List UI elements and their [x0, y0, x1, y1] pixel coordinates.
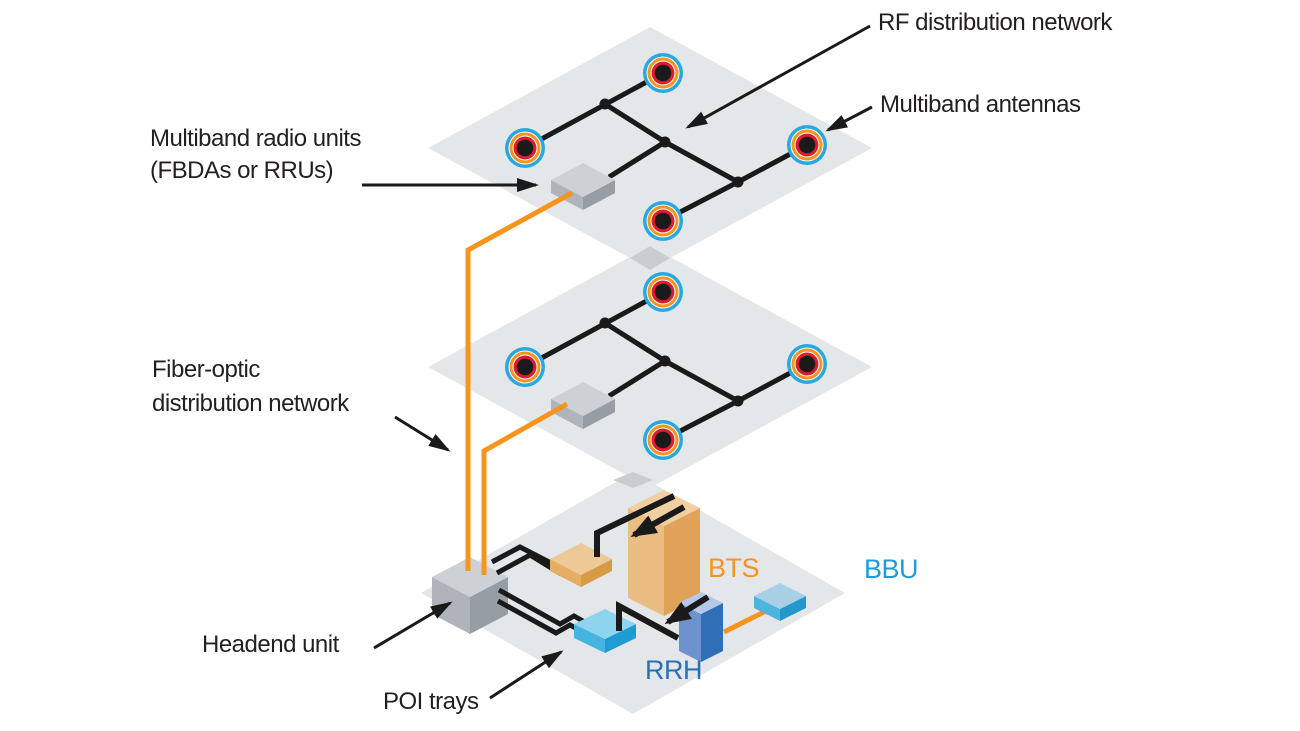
bbu-unit: [754, 583, 806, 621]
callout-arrows: [362, 24, 873, 700]
poi-trays-arrow: [489, 650, 564, 700]
radio-units-label-line2: (FBDAs or RRUs): [150, 157, 333, 184]
rf-junction-dot: [732, 395, 744, 407]
labels: RF distribution network Multiband antenn…: [150, 9, 1114, 715]
multiband-antenna: [643, 420, 683, 460]
fiber-network-arrow: [394, 415, 451, 452]
rrh-label: RRH: [645, 655, 702, 685]
floor-overlap: [613, 472, 653, 488]
rf-junction-dot: [732, 176, 744, 188]
rf-junction-dot: [599, 98, 611, 110]
rf-junction-dot: [659, 355, 671, 367]
rf-junction-dot: [599, 317, 611, 329]
floor-overlap: [630, 246, 670, 270]
headend-unit-label: Headend unit: [202, 631, 340, 658]
multiband-antenna: [643, 53, 683, 93]
fiber-distribution-network: [465, 190, 574, 575]
multiband-antenna: [787, 344, 827, 384]
rrh-bbu-fiber: [722, 607, 770, 635]
rrh-signal-hook: [616, 600, 680, 641]
fiber-network-label-line2: distribution network: [152, 390, 350, 417]
rrh-signal-arrow: [664, 594, 710, 625]
radio-units-label-line1: Multiband radio units: [150, 125, 361, 152]
multiband-antenna: [787, 125, 827, 165]
bbu-label: BBU: [864, 554, 918, 584]
equipment-floor: [421, 472, 845, 714]
fiber-riser-top-floor: [465, 190, 574, 571]
middle-floor-rf-network: [523, 289, 809, 443]
fiber-riser-middle-floor: [481, 401, 569, 575]
multiband-antennas-label: Multiband antennas: [880, 91, 1081, 118]
poi-trays-label: POI trays: [383, 688, 479, 715]
bts-label: BTS: [708, 553, 759, 583]
multiband-radio-unit: [551, 163, 615, 210]
middle-floor-slab: [428, 246, 872, 488]
middle-floor: [428, 246, 872, 488]
multiband-antenna: [505, 128, 545, 168]
rf-junction-dot: [659, 136, 671, 148]
bts-signal-link: [594, 493, 686, 557]
multiband-antenna: [505, 347, 545, 387]
multiband-antennas-arrow: [825, 105, 873, 132]
multiband-antenna: [643, 272, 683, 312]
bts-tower: [628, 490, 700, 616]
headend-unit-arrow: [373, 601, 453, 650]
rf-network-label: RF distribution network: [878, 9, 1113, 36]
rf-network-arrow: [685, 24, 871, 129]
multiband-antenna: [643, 201, 683, 241]
top-floor-rf-network: [523, 70, 809, 224]
fiber-network-label-line1: Fiber-optic: [152, 356, 260, 383]
